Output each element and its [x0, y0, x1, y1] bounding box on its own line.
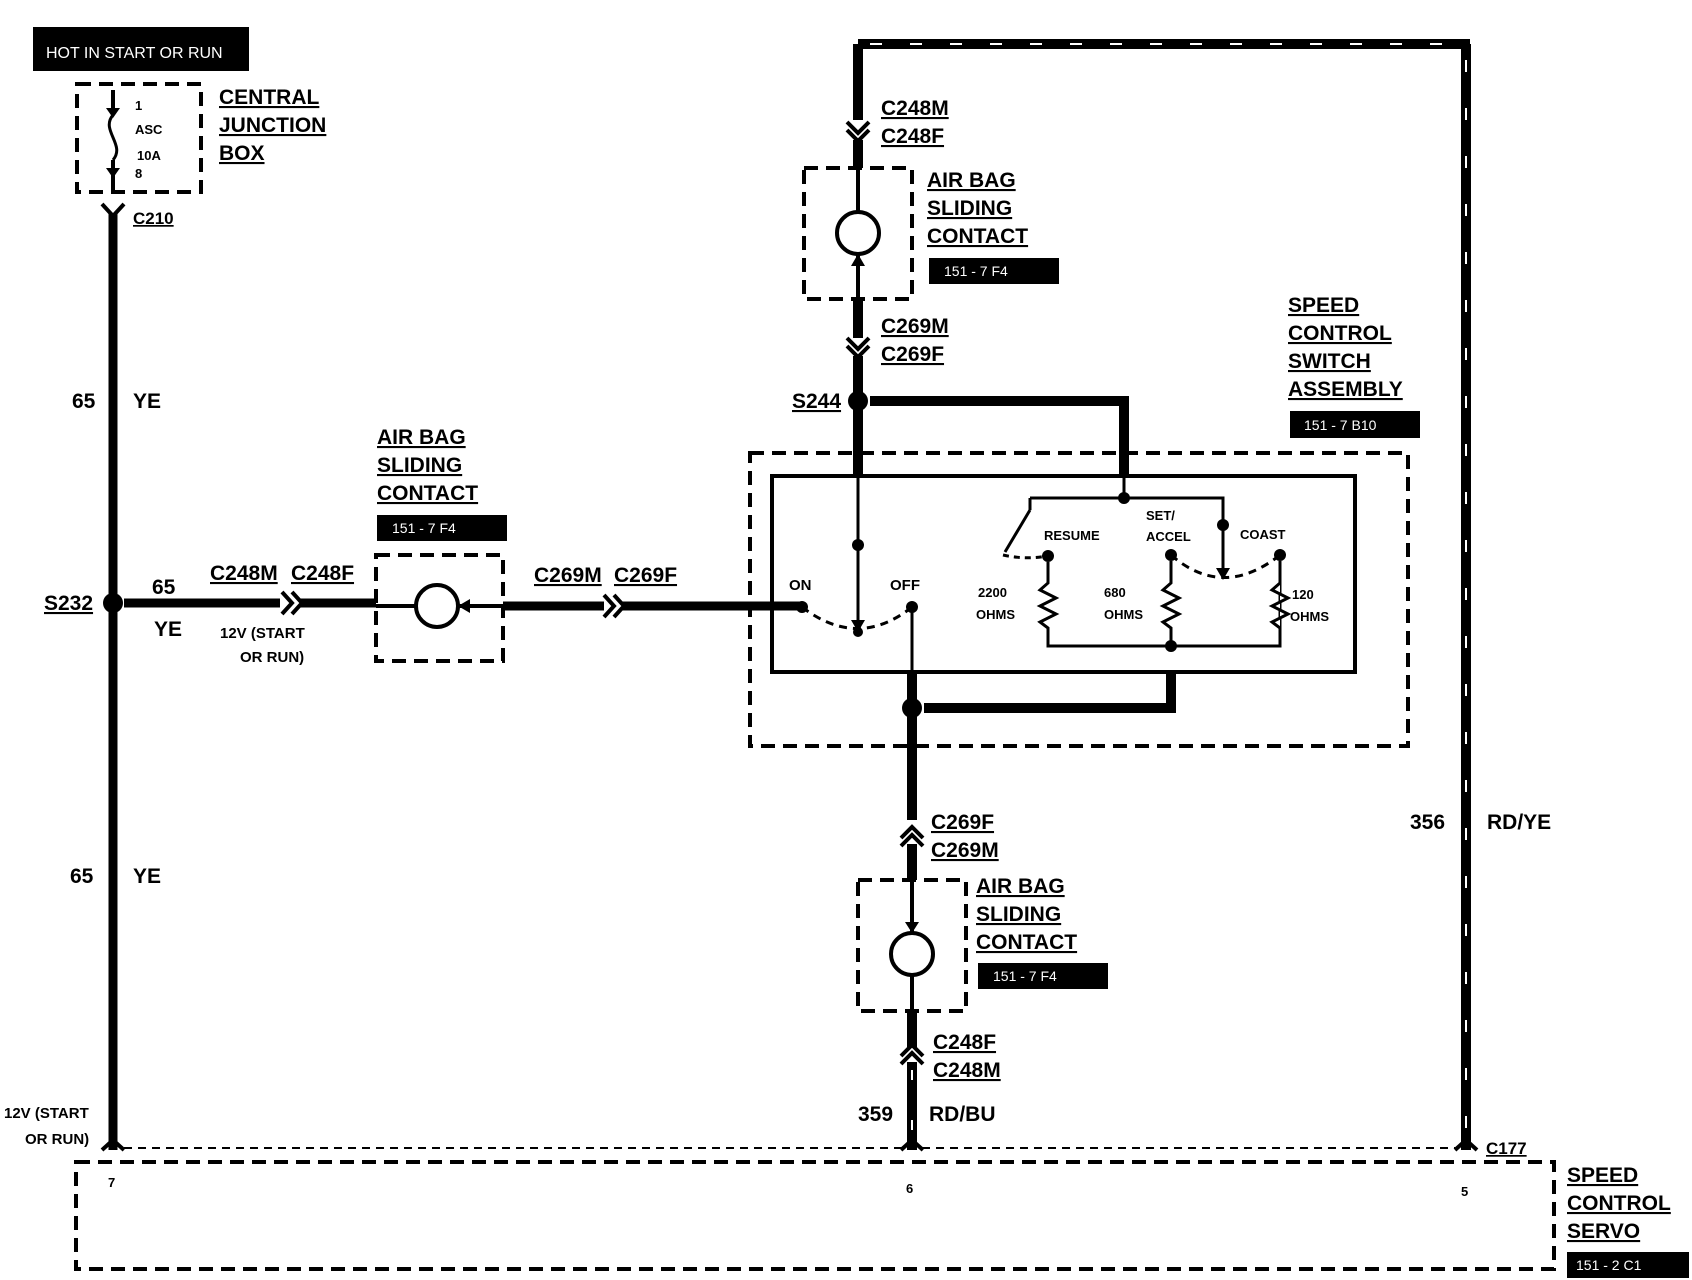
c177-label: C177: [1486, 1139, 1527, 1158]
airbag-bottom-line2: SLIDING: [976, 903, 1061, 926]
speed-switch-line3: SWITCH: [1288, 350, 1371, 373]
mid-c269-connector-icon: [602, 593, 627, 619]
mid-c269m-label: C269M: [534, 564, 602, 587]
top-c269-connector-icon: [845, 336, 871, 360]
wire-356-color: RD/YE: [1487, 811, 1551, 834]
r2-value: 680: [1104, 585, 1126, 600]
r3-value: 120: [1292, 587, 1314, 602]
fuse-name: ASC: [135, 122, 163, 137]
fuse-rating: 10A: [137, 148, 161, 163]
fuse-pin-in: 1: [135, 98, 142, 113]
resume-switch-icon: [1003, 509, 1032, 553]
airbag-left-ref: 151 - 7 F4: [392, 520, 456, 536]
bottom-c248-connector-icon: [899, 1042, 925, 1066]
servo-pin-6: 6: [906, 1181, 913, 1196]
speed-control-servo-box: [74, 1160, 1556, 1271]
wire-65-color-b: YE: [154, 618, 182, 641]
servo-ref: 151 - 2 C1: [1576, 1257, 1642, 1273]
left-c248m-label: C248M: [210, 562, 278, 585]
note-start-run-4: OR RUN): [25, 1131, 89, 1148]
servo-pin-7: 7: [108, 1175, 115, 1190]
resistor-2200-icon: [1036, 561, 1282, 648]
r3-unit: OHMS: [1290, 609, 1329, 624]
top-c269m-label: C269M: [881, 315, 949, 338]
junction-box-line1: CENTRAL: [219, 86, 319, 109]
airbag-left-line3: CONTACT: [377, 482, 478, 505]
bottom-c269m-label: C269M: [931, 839, 999, 862]
wire-65-number-a: 65: [72, 390, 96, 413]
speed-switch-ref: 151 - 7 B10: [1304, 417, 1377, 433]
servo-line2: CONTROL: [1567, 1192, 1671, 1215]
mid-c269f-label: C269F: [614, 564, 677, 587]
top-c269f-label: C269F: [881, 343, 944, 366]
s244-label: S244: [792, 390, 841, 413]
airbag-bottom-line3: CONTACT: [976, 931, 1077, 954]
junction-box-line2: JUNCTION: [219, 114, 326, 137]
central-junction-box: [75, 82, 203, 194]
airbag-top-line2: SLIDING: [927, 197, 1012, 220]
airbag-left-contact-icon: [414, 583, 460, 629]
s232-label: S232: [44, 592, 93, 615]
r1-unit: OHMS: [976, 607, 1015, 622]
speed-switch-assembly-box: [748, 451, 1410, 748]
left-c248f-label: C248F: [291, 562, 354, 585]
c210-label: C210: [133, 209, 174, 228]
airbag-top-line1: AIR BAG: [927, 169, 1016, 192]
servo-line3: SERVO: [1567, 1220, 1640, 1243]
s244-splice: [848, 391, 868, 411]
airbag-bottom-ref: 151 - 7 F4: [993, 968, 1057, 984]
resistor-120-icon: [1268, 581, 1292, 630]
servo-line1: SPEED: [1567, 1164, 1638, 1187]
wire-65-color-a: YE: [133, 390, 161, 413]
airbag-bottom-line1: AIR BAG: [976, 875, 1065, 898]
speed-switch-inner-box: [770, 474, 1357, 674]
note-start-run-3: 12V (START: [4, 1105, 89, 1122]
coast-label: COAST: [1240, 527, 1286, 542]
top-c248m-label: C248M: [881, 97, 949, 120]
resume-label: RESUME: [1044, 528, 1100, 543]
c177-connector-icon: [1453, 1137, 1479, 1152]
left-c248-connector-icon: [280, 590, 305, 616]
switch-on-label: ON: [789, 577, 812, 594]
bottom-c248f-label: C248F: [933, 1031, 996, 1054]
note-start-run-2: OR RUN): [240, 649, 304, 666]
hot-label: HOT IN START OR RUN: [46, 45, 223, 62]
airbag-bottom-contact-icon: [889, 931, 935, 977]
top-c248-connector-icon: [845, 120, 871, 144]
bottom-c269f-label: C269F: [931, 811, 994, 834]
junction-box-line3: BOX: [219, 142, 265, 165]
wire-356-number: 356: [1410, 811, 1445, 834]
airbag-top-ref: 151 - 7 F4: [944, 263, 1008, 279]
s232-splice: [103, 593, 123, 613]
airbag-top-line3: CONTACT: [927, 225, 1028, 248]
top-c248f-label: C248F: [881, 125, 944, 148]
hot-label-box: [33, 27, 249, 71]
on-off-switch-icon: [801, 605, 913, 630]
speed-switch-line1: SPEED: [1288, 294, 1359, 317]
fuse-icon: [107, 114, 119, 161]
airbag-left-line1: AIR BAG: [377, 426, 466, 449]
set-label-1: SET/: [1146, 508, 1175, 523]
speed-switch-line2: CONTROL: [1288, 322, 1392, 345]
airbag-top-contact-icon: [835, 210, 881, 256]
r2-unit: OHMS: [1104, 607, 1143, 622]
note-start-run-1: 12V (START: [220, 625, 305, 642]
fuse-pin-out: 8: [135, 166, 142, 181]
resistor-680-icon: [1159, 561, 1183, 646]
bottom-c248m-label: C248M: [933, 1059, 1001, 1082]
speed-switch-line4: ASSEMBLY: [1288, 378, 1403, 401]
set-label-2: ACCEL: [1146, 529, 1191, 544]
switch-off-label: OFF: [890, 577, 920, 594]
r1-value: 2200: [978, 585, 1007, 600]
airbag-left-line2: SLIDING: [377, 454, 462, 477]
wire-359-color: RD/BU: [929, 1103, 996, 1126]
bottom-c269-connector-icon: [899, 824, 925, 848]
wire-65-color-c: YE: [133, 865, 161, 888]
servo-pin-5: 5: [1461, 1184, 1468, 1199]
wire-65-number-b: 65: [152, 576, 176, 599]
wire-65-number-c: 65: [70, 865, 94, 888]
wire-359-number: 359: [858, 1103, 893, 1126]
